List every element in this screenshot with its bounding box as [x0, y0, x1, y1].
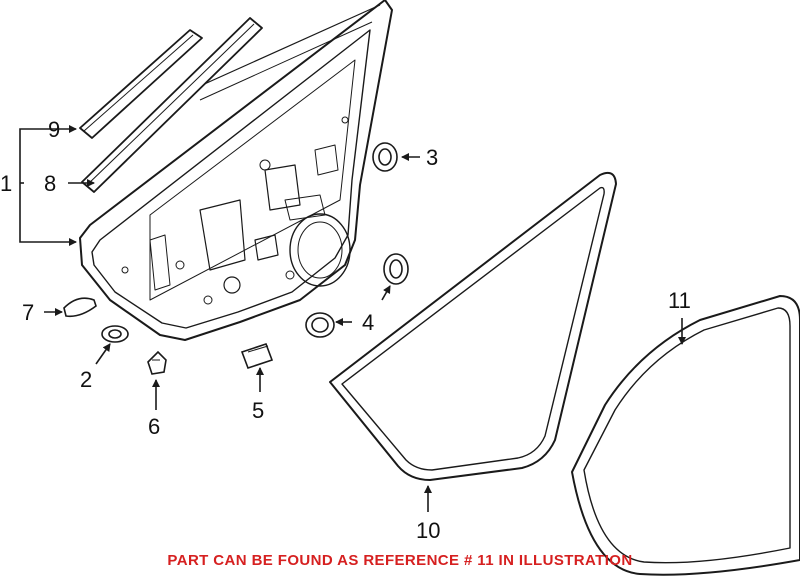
callout-leaders	[19, 125, 686, 512]
grommet-3	[372, 142, 398, 172]
plug-7	[63, 297, 97, 318]
callout-8: 8	[44, 171, 56, 196]
reference-note: PART CAN BE FOUND AS REFERENCE # 11 IN I…	[167, 552, 633, 569]
callout-9: 9	[48, 117, 60, 142]
grommet-4-upper	[383, 253, 409, 285]
callout-4: 4	[362, 310, 374, 335]
callout-6: 6	[148, 414, 160, 439]
door-shell	[79, 0, 393, 341]
grommet-4-lower	[305, 312, 335, 338]
callout-7: 7	[22, 300, 34, 325]
clip-5	[240, 342, 274, 370]
callout-11: 11	[668, 288, 691, 313]
callout-1: 1	[0, 171, 12, 196]
callout-5: 5	[252, 398, 264, 423]
door-weatherstrip-10	[329, 171, 617, 481]
clip-6	[147, 350, 167, 375]
callout-10: 10	[416, 518, 440, 543]
molding-strip-upper	[79, 29, 203, 139]
grommet-2	[101, 325, 129, 343]
callout-labels: 1 2 3 4 5 6 7 8 9 10 11	[0, 117, 691, 543]
molding-strip-lower	[81, 17, 263, 193]
door-weatherstrip-11	[571, 295, 800, 576]
callout-3: 3	[426, 145, 438, 170]
callout-2: 2	[80, 367, 92, 392]
